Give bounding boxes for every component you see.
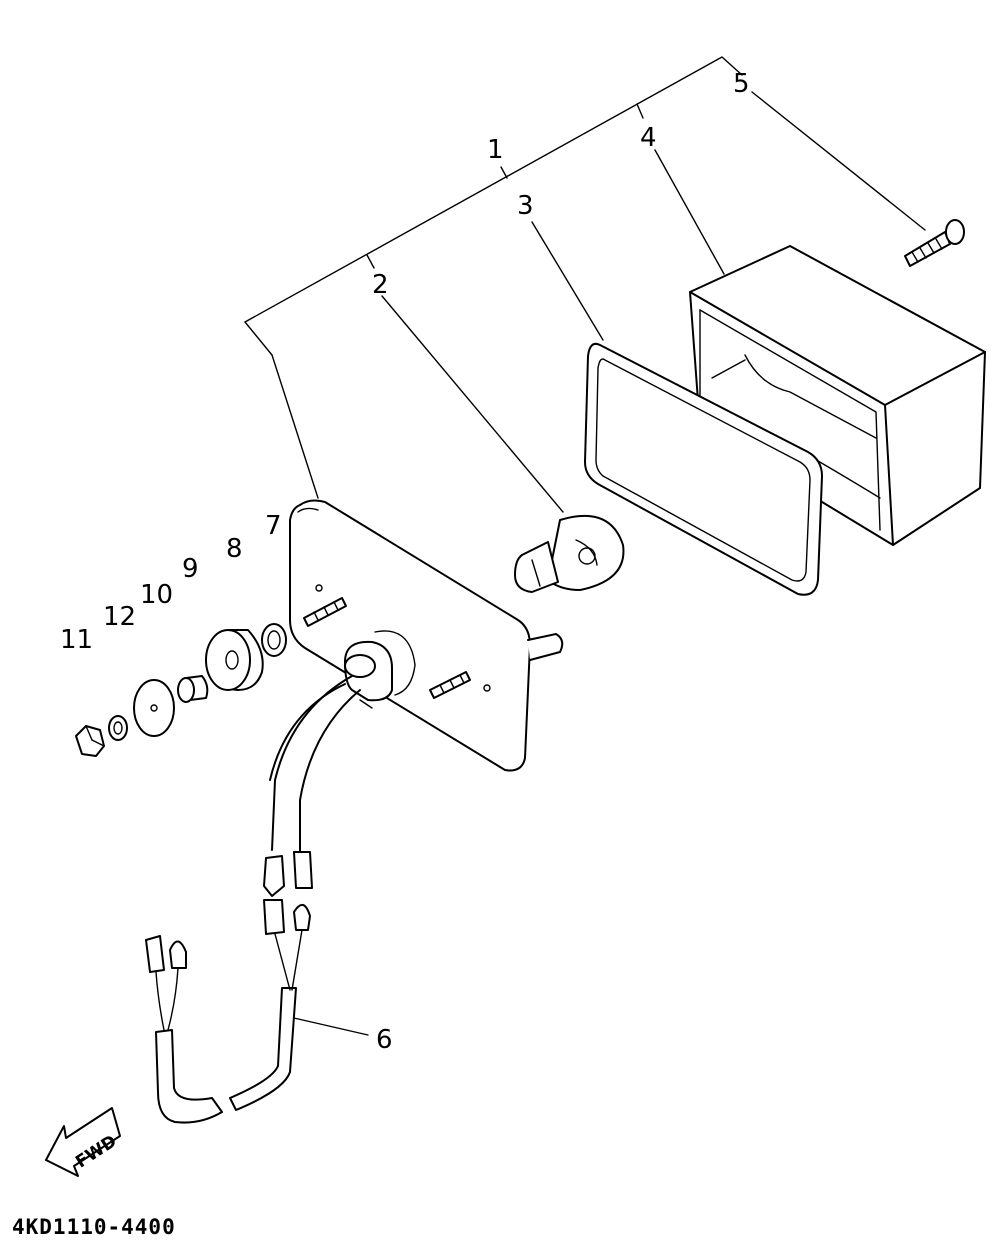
fastener-stack [75, 623, 287, 757]
callout-4: 4 [640, 123, 657, 153]
base-plate [289, 499, 564, 772]
lock-washer-part-12 [108, 715, 128, 741]
callout-numbers: 1 2 3 4 5 6 7 8 9 10 11 12 [60, 69, 750, 1055]
callout-12: 12 [103, 602, 136, 632]
grommet-part-8 [205, 629, 264, 691]
callout-7: 7 [265, 511, 282, 541]
callout-2: 2 [372, 270, 389, 300]
bulb-part-2 [514, 514, 625, 593]
callout-6: 6 [376, 1025, 393, 1055]
callout-8: 8 [226, 534, 243, 564]
plate-washer-part-10 [133, 679, 175, 737]
gasket-part-3 [584, 342, 823, 596]
washer-part-7 [261, 623, 287, 657]
callout-10: 10 [140, 580, 173, 610]
drawing-code: 4KD1110-4400 [12, 1215, 176, 1239]
assembly-bracket [244, 56, 743, 499]
callout-5: 5 [733, 69, 750, 99]
collar-part-9 [177, 675, 209, 703]
screw-part-5 [904, 219, 965, 267]
leader-lines [293, 91, 926, 1036]
callout-1: 1 [487, 135, 504, 165]
nut-part-11 [75, 725, 105, 757]
fwd-arrow-icon: FWD [45, 1107, 121, 1177]
callout-11: 11 [60, 625, 93, 655]
wire-harness-part-6 [145, 675, 361, 1124]
lens-housing-part-4 [689, 245, 986, 546]
callout-9: 9 [182, 554, 199, 584]
callout-3: 3 [517, 191, 534, 221]
